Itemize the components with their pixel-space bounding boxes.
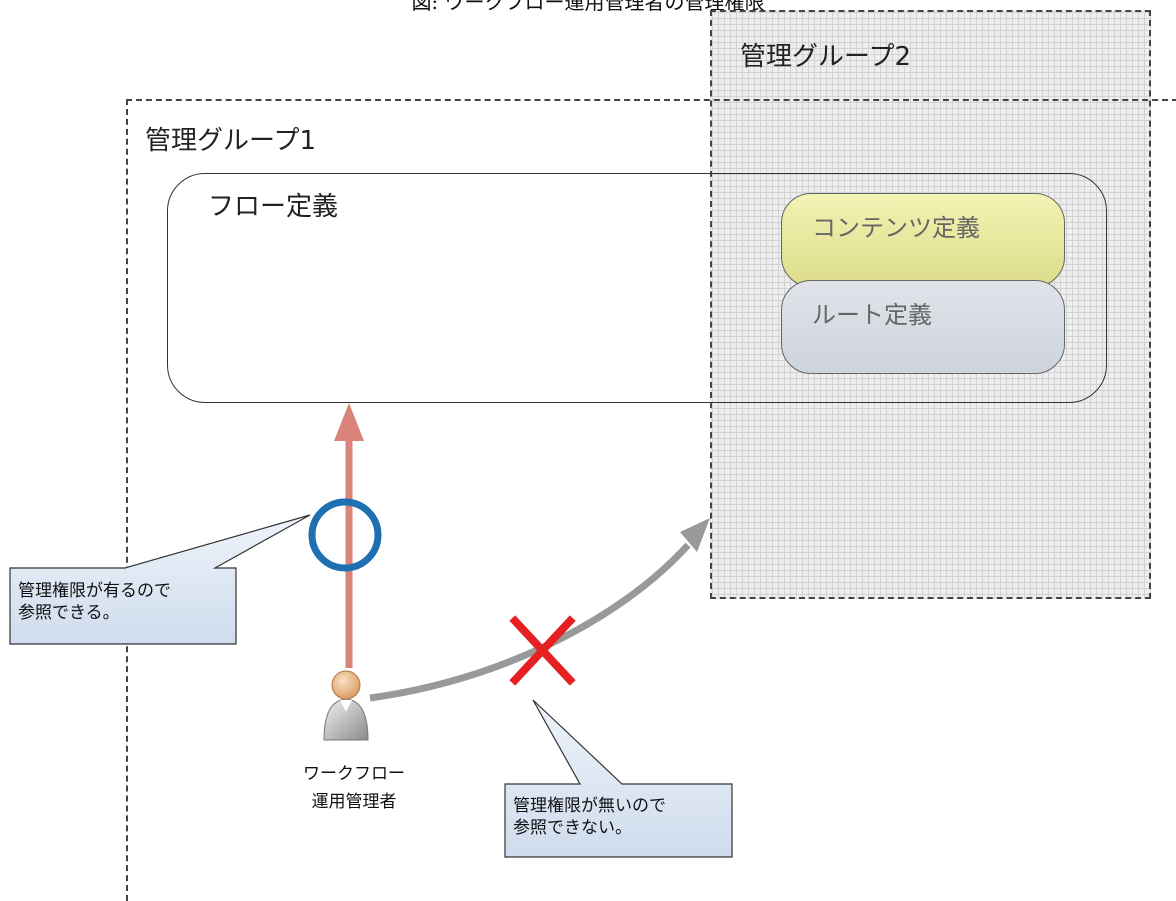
route-definition-box: ルート定義 (781, 280, 1065, 374)
diagram-overlay (9, 403, 733, 858)
denied-arrow (369, 542, 691, 702)
denied-callout (504, 699, 733, 858)
allowed-callout-text: 管理権限が有るので 参照できる。 (18, 580, 171, 624)
content-definition-box: コンテンツ定義 (781, 193, 1065, 287)
actor-label-line1: ワークフロー (303, 764, 405, 784)
denied-arrow-head (680, 518, 710, 552)
allowed-callout-line2: 参照できる。 (18, 603, 120, 623)
flow-definition-fill (168, 174, 710, 401)
allowed-arrow-head (334, 403, 364, 441)
denied-cross-mark (509, 615, 576, 686)
diagram-caption: 図: ワークフロー運用管理者の管理権限 (411, 0, 765, 14)
flow-definition-title: フロー定義 (208, 192, 339, 222)
actor-label: ワークフロー 運用管理者 (284, 760, 424, 816)
denied-callout-line2: 参照できない。 (513, 818, 632, 838)
allowed-callout (9, 514, 311, 645)
denied-callout-line1: 管理権限が無いので (513, 796, 666, 816)
flow-definition-box (167, 173, 1107, 403)
person-icon (323, 670, 369, 741)
management-group-1-title: 管理グループ1 (145, 126, 316, 156)
management-group-1 (126, 99, 1176, 901)
allowed-callout-line1: 管理権限が有るので (18, 581, 171, 601)
route-definition-label: ルート定義 (812, 301, 932, 329)
content-definition-label: コンテンツ定義 (812, 214, 980, 242)
allowed-circle-mark (308, 498, 382, 572)
denied-callout-text: 管理権限が無いので 参照できない。 (513, 795, 666, 839)
management-group-2-title: 管理グループ2 (740, 42, 911, 72)
actor-label-line2: 運用管理者 (311, 792, 397, 812)
